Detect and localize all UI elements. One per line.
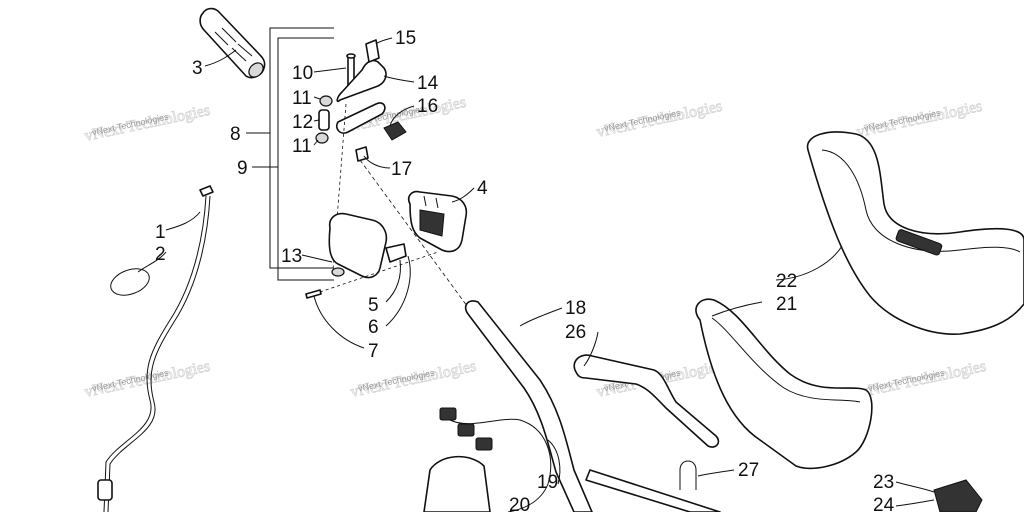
callout-2: 2 <box>155 244 166 265</box>
connector <box>933 479 983 512</box>
bushing <box>318 109 330 131</box>
nut-lower <box>315 132 329 144</box>
throttle-cable <box>97 185 214 512</box>
callout-10: 10 <box>292 63 313 84</box>
callout-14: 14 <box>417 73 439 94</box>
callout-5: 5 <box>368 295 379 316</box>
callout-1: 1 <box>155 222 166 243</box>
switch-housing-lower <box>305 159 471 311</box>
handlebar <box>464 300 721 512</box>
screw <box>305 289 322 299</box>
watermark: vNext Technologies vNext Technologies <box>855 97 984 141</box>
callout-21: 21 <box>776 294 797 315</box>
group-bracket <box>246 27 334 281</box>
watermark: vNext Technologies vNext Technologies <box>83 101 212 145</box>
callout-17: 17 <box>391 159 412 180</box>
callout-11-lower: 11 <box>292 136 312 157</box>
callout-16: 16 <box>417 96 438 117</box>
callout-24: 24 <box>873 495 895 512</box>
throttle-lever-assembly <box>315 39 407 271</box>
callout-8: 8 <box>230 124 241 145</box>
watermark: vNext Technologies vNext Technologies <box>595 97 724 141</box>
handlebar-pad <box>573 354 720 448</box>
callout-7: 7 <box>368 341 379 362</box>
watermark: vNext Technologies vNext Technologies <box>859 357 988 401</box>
hand-grip <box>199 7 266 79</box>
callout-18: 18 <box>565 298 586 319</box>
callout-11-upper: 11 <box>292 88 312 109</box>
callout-numbers: 1 2 3 4 5 6 7 8 9 10 11 12 11 13 14 15 1… <box>155 28 895 512</box>
callout-6: 6 <box>368 317 379 338</box>
callout-15: 15 <box>395 28 416 49</box>
u-bolt <box>679 460 697 490</box>
callout-23: 23 <box>873 472 894 493</box>
callout-12: 12 <box>292 112 313 133</box>
callout-19: 19 <box>537 472 558 493</box>
callout-26: 26 <box>565 322 586 343</box>
bracket-9 <box>277 37 334 281</box>
kill-switch <box>383 121 407 141</box>
callout-13: 13 <box>281 246 302 267</box>
bracket-8 <box>269 27 334 269</box>
watermark: vNext Technologies vNext Technologies <box>349 357 478 401</box>
seat-upper <box>806 131 1024 335</box>
callout-3: 3 <box>192 58 203 79</box>
wiring-harness <box>423 407 552 512</box>
callout-20: 20 <box>509 495 530 512</box>
switch-housing-upper <box>407 190 468 253</box>
callout-9: 9 <box>237 158 248 179</box>
cable-clamp <box>110 268 150 296</box>
seat-pad-lower <box>695 298 873 470</box>
throttle-lever <box>336 59 387 103</box>
clip <box>365 39 380 63</box>
callout-4: 4 <box>477 178 488 199</box>
leader-lines <box>137 37 935 507</box>
nut-upper <box>319 95 333 107</box>
callout-22: 22 <box>776 271 797 292</box>
callout-27: 27 <box>738 460 759 481</box>
